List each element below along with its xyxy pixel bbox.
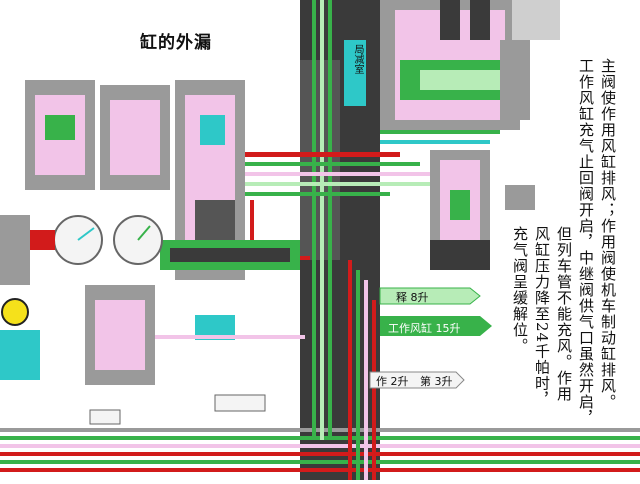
action-tag-label: 作 2升 <box>376 375 409 388</box>
lower-valve <box>85 285 305 425</box>
working-reservoir-label: 工作风缸 15升 <box>388 322 461 335</box>
brake-tag-label: 第 3升 <box>420 375 453 388</box>
release-tag-label: 释 8升 <box>396 291 429 304</box>
description-line-3: 但列车管不能充风。作用 <box>555 226 573 402</box>
reservoir-tags <box>369 287 492 389</box>
chamber-label: 局减室 <box>352 44 363 74</box>
description-line-1: 主阀使作用风缸排风；作用阀使机车制动缸排风。 <box>599 58 617 410</box>
description-line-4: 风缸压力降至24千帕时， <box>533 226 551 408</box>
chamber-tag <box>344 40 366 106</box>
description-line-5: 充气阀呈缓解位。 <box>511 226 529 354</box>
vertical-pipes <box>312 0 376 480</box>
relay-valve <box>430 150 535 270</box>
diagram-title: 缸的外漏 <box>140 33 212 53</box>
pressure-gauges <box>53 215 163 265</box>
main-valve-block <box>380 0 560 130</box>
left-edge-parts <box>0 215 55 380</box>
description-line-2: 工作风缸充气止回阀开启，中继阀供气口虽然开启， <box>577 58 595 426</box>
left-valves <box>25 80 300 280</box>
